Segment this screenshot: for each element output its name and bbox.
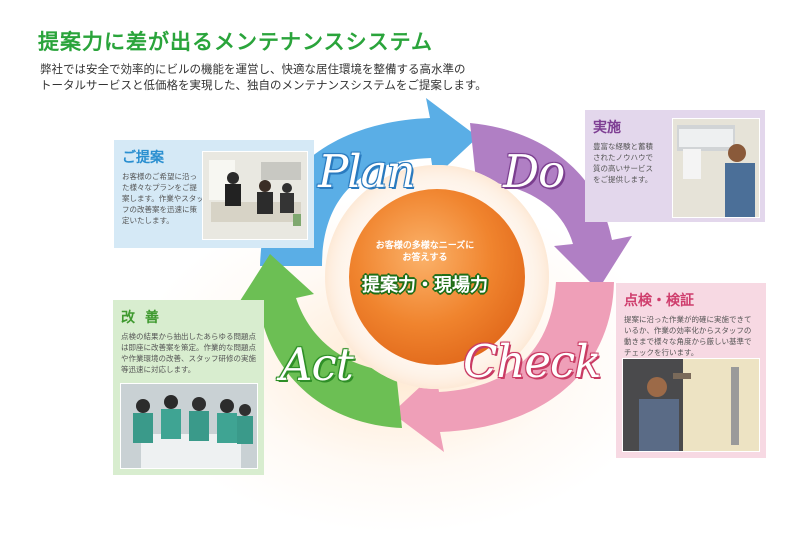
phase-label-plan: Plan <box>318 145 414 198</box>
improvement-card-body: 点検の結果から抽出したあらゆる問題点は即座に改善案を策定。作業的な問題点や作業環… <box>121 331 256 375</box>
phase-label-do: Do <box>503 145 564 198</box>
improvement-card-title: 改善 <box>121 307 256 327</box>
inspection-card-title: 点検・検証 <box>624 290 758 310</box>
hub-main-text: 提案力・現場力 <box>340 271 510 297</box>
hub-subtitle-line-2: お答えする <box>362 252 488 264</box>
inspection-photo <box>622 358 760 452</box>
hub-subtitle-line-1: お客様の多様なニーズに <box>362 240 488 252</box>
hub-subtitle: お客様の多様なニーズに お答えする <box>362 240 488 264</box>
proposal-photo <box>202 151 308 240</box>
inspection-card-body: 提案に沿った作業が的確に実施できているか、作業の効率化からスタッフの動きまで様々… <box>624 314 758 358</box>
phase-label-check: Check <box>463 335 601 388</box>
implementation-card-body: 豊富な経験と蓄積されたノウハウで質の高いサービスをご提供します。 <box>593 141 659 185</box>
implementation-photo <box>672 118 760 218</box>
proposal-card-body: お客様のご希望に沿った様々なプランをご提案します。作業やスタッフの改善案を迅速に… <box>122 171 204 226</box>
phase-label-act: Act <box>280 338 353 391</box>
improvement-photo <box>120 383 258 469</box>
